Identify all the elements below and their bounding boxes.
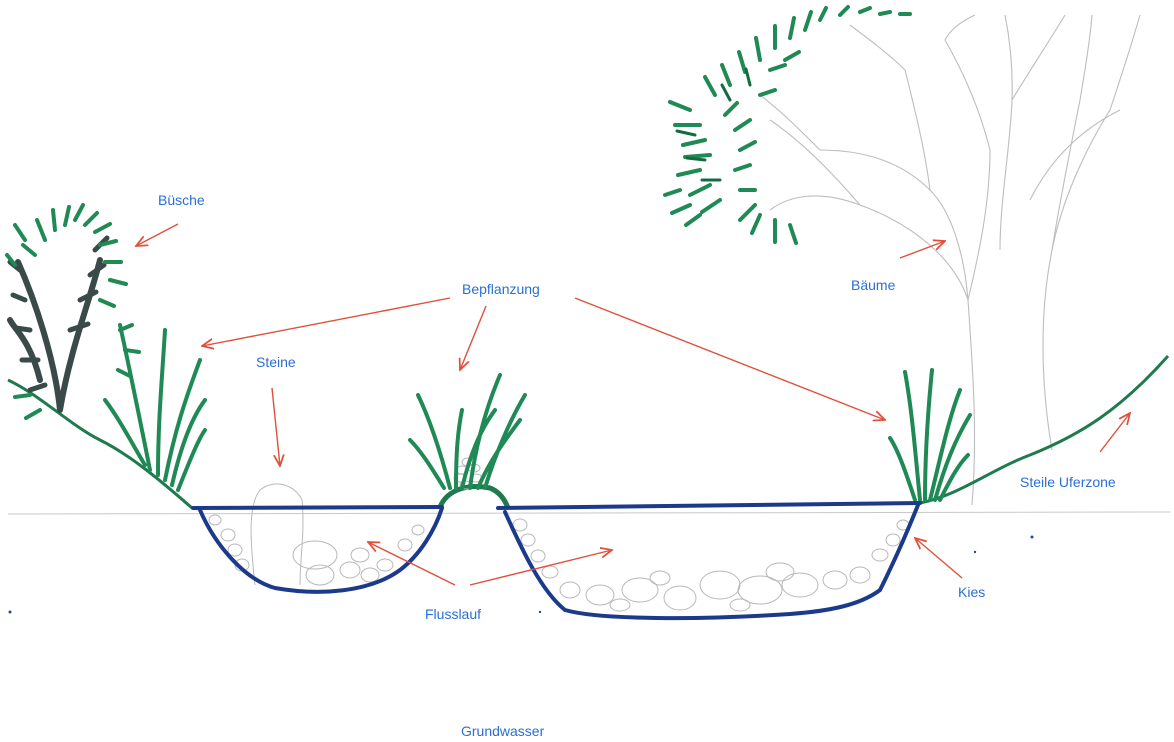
reed-right (890, 370, 970, 500)
label-buesche: Büsche (158, 192, 205, 208)
arrow-baeume (900, 241, 945, 258)
arrow-bepflanzung-middle (460, 306, 486, 370)
label-grundwasser: Grundwasser (461, 723, 544, 739)
arrow-kies (915, 538, 962, 578)
tree-drawing (760, 15, 1140, 505)
label-kies: Kies (958, 584, 985, 600)
label-flusslauf: Flusslauf (425, 606, 481, 622)
right-channel-waterline (498, 503, 920, 508)
arrow-steile-uferzone (1100, 413, 1130, 452)
left-channel-bed (200, 508, 442, 592)
label-steile-uferzone: Steile Uferzone (1020, 474, 1116, 490)
river-channels (193, 503, 920, 618)
ground-line (8, 512, 1170, 514)
left-bank (8, 380, 192, 508)
annotation-arrows (136, 224, 1130, 585)
reed-middle (410, 375, 525, 488)
arrow-bepflanzung-left (202, 298, 450, 346)
arrow-buesche (136, 224, 178, 246)
arrow-bepflanzung-right (575, 298, 885, 420)
left-channel-waterline (193, 507, 442, 508)
label-steine: Steine (256, 354, 296, 370)
label-bepflanzung: Bepflanzung (462, 281, 540, 297)
label-baeume: Bäume (851, 277, 895, 293)
reed-left (105, 325, 205, 490)
arrow-steine (272, 388, 280, 466)
bush-drawing (7, 205, 139, 418)
